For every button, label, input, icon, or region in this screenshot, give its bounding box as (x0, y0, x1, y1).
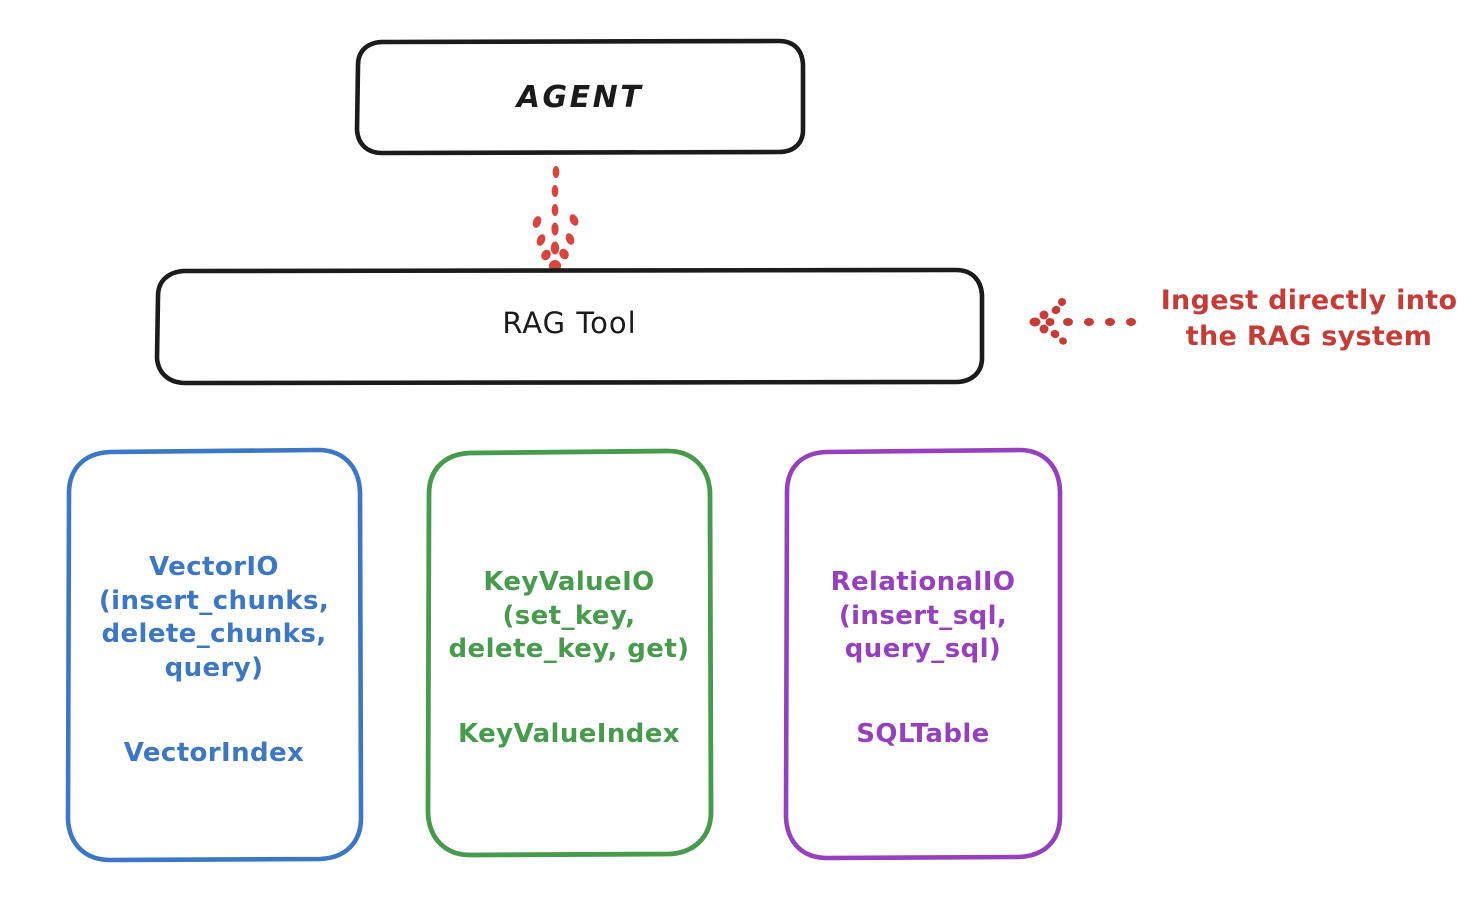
agent-box[interactable] (354, 38, 806, 156)
vector-io-box[interactable] (65, 447, 364, 863)
ingest-annotation-label: Ingest directly into the RAG system (1160, 285, 1458, 353)
agent-to-rag-arrow (532, 166, 579, 272)
key-value-io-box[interactable] (425, 448, 714, 858)
relational-io-box[interactable] (783, 447, 1063, 861)
ingest-arrow (1029, 298, 1136, 345)
rag-tool-box[interactable] (154, 267, 985, 386)
